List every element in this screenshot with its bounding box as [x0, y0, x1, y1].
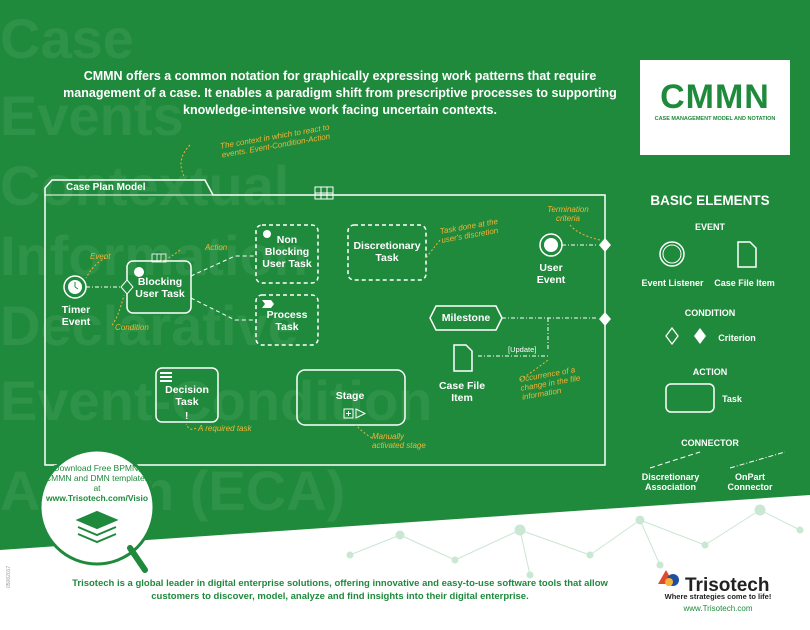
- footer-text: Trisotech is a global leader in digital …: [72, 578, 608, 602]
- milestone-label: Milestone: [441, 312, 491, 324]
- milestone: [429, 305, 503, 331]
- planning-table-icon: [151, 253, 167, 263]
- discretionary-task-label: Discretionary Task: [353, 240, 421, 264]
- process-task-label: Process Task: [266, 309, 308, 333]
- user-icon: [544, 238, 558, 252]
- task-icon: [665, 383, 715, 413]
- event-heading: EVENT: [694, 222, 725, 232]
- event-listener-icon: [659, 241, 685, 267]
- download-url[interactable]: www.Trisotech.com/Visio: [45, 493, 149, 503]
- basic-elements-title: BASIC ELEMENTS: [650, 193, 770, 208]
- download-text: Download Free BPMN, CMMN and DMN templat…: [42, 463, 152, 503]
- onpart-connector-line: [729, 451, 786, 469]
- note-manually: Manually activated stage: [372, 432, 426, 450]
- note-condition: Condition: [115, 323, 149, 332]
- discretionary-task: [347, 224, 427, 281]
- plan-model-label: Case Plan Model: [66, 182, 146, 193]
- entry-criterion-diamond: [120, 279, 134, 295]
- decision-task-label: Decision Task: [165, 384, 209, 408]
- discretionary-association-line: [649, 451, 701, 469]
- bg-word: Events: [0, 84, 184, 147]
- trisotech-url[interactable]: www.Trisotech.com: [683, 604, 753, 613]
- non-blocking-user-task: [255, 224, 319, 284]
- note-required: A required task: [198, 424, 252, 433]
- non-blocking-task-label: Non Blocking User Task: [262, 234, 312, 270]
- connector-heading: CONNECTOR: [681, 438, 739, 448]
- case-file-item-label: Case File Item: [438, 380, 486, 404]
- bg-word: Event-Condition: [0, 369, 432, 432]
- case-file-item-icon: [453, 344, 473, 372]
- action-heading: ACTION: [692, 367, 728, 377]
- decision-table-icon: [160, 372, 172, 382]
- stage: [296, 369, 406, 426]
- exit-criterion-diamond: [599, 238, 611, 252]
- bg-word: Contextual: [0, 154, 289, 217]
- stage-label: Stage: [335, 390, 365, 402]
- timer-event-label: Timer Event: [61, 304, 91, 328]
- event-listener-label: Event Listener: [641, 278, 704, 288]
- criterion-label: Criterion: [718, 333, 756, 343]
- intro-text: CMMN offers a common notation for graphi…: [63, 69, 617, 117]
- download-circle: [38, 448, 156, 566]
- case-file-item-icon: [737, 241, 757, 268]
- manual-activation-icon: [355, 408, 367, 419]
- layers-icon: [75, 510, 119, 544]
- planning-table-icon: [314, 186, 334, 200]
- trisotech-name: Trisotech: [685, 575, 770, 596]
- logo-subtitle: CASE MANAGEMENT MODEL AND NOTATION: [654, 116, 776, 122]
- note-action: Action: [205, 243, 228, 252]
- task-label: Task: [722, 394, 742, 404]
- bg-word: Declarative: [0, 294, 299, 357]
- criterion-filled-diamond: [694, 328, 706, 344]
- blocking-task-label: Blocking User Task: [135, 276, 185, 300]
- update-label: [Update]: [508, 345, 536, 354]
- process-icon: [262, 300, 274, 308]
- logo-title: CMMN: [660, 78, 770, 116]
- exit-criterion-diamond: [599, 312, 611, 326]
- bg-word: Case: [0, 7, 134, 70]
- user-event-label: User Event: [536, 262, 566, 286]
- magnifier-handle: [127, 545, 148, 573]
- side-code: 05062017: [6, 565, 12, 588]
- bg-word: Information: [0, 224, 308, 287]
- criterion-hollow-diamond: [665, 326, 679, 346]
- cmmn-logo: CMMN CASE MANAGEMENT MODEL AND NOTATION: [640, 60, 790, 155]
- process-task: [255, 294, 319, 346]
- expand-icon: [343, 408, 354, 419]
- network-decoration: [346, 504, 804, 579]
- condition-heading: CONDITION: [684, 308, 736, 318]
- trisotech-tagline: Where strategies come to life!: [664, 592, 772, 601]
- decision-task: [155, 367, 219, 423]
- case-file-item-legend-label: Case File Item: [714, 278, 775, 288]
- note-event: Event: [90, 252, 111, 261]
- user-icon: [134, 267, 144, 277]
- required-marker: !: [185, 411, 188, 422]
- note-termination: Termination criteria: [547, 205, 589, 223]
- download-line: Download Free BPMN, CMMN and DMN templat…: [45, 463, 149, 493]
- discretionary-association-label: Discretionary Association: [641, 472, 700, 492]
- onpart-connector-label: OnPart Connector: [727, 472, 773, 492]
- basic-elements-shapes: [649, 241, 786, 469]
- trisotech-logo-icon: [658, 570, 679, 586]
- hand-icon: [263, 230, 271, 238]
